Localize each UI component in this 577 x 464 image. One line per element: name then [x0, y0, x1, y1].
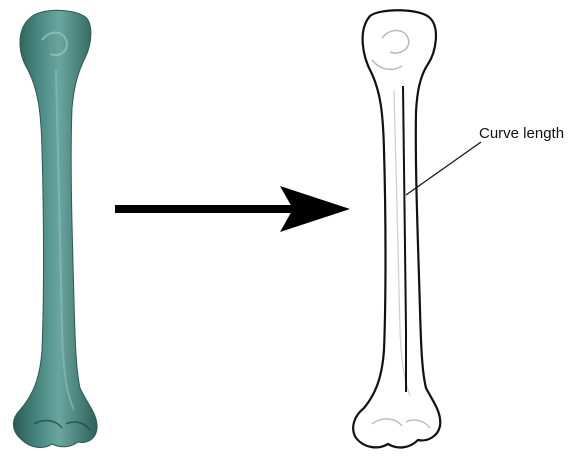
bone-3d-model	[13, 10, 97, 447]
bone-outline-model	[353, 10, 440, 447]
annotation-label: Curve length	[479, 125, 564, 142]
curve-length-annotation: Curve length	[406, 125, 564, 195]
transform-arrow	[115, 186, 350, 232]
bone-outline-silhouette	[353, 10, 440, 447]
arrow-shaft	[115, 205, 295, 213]
